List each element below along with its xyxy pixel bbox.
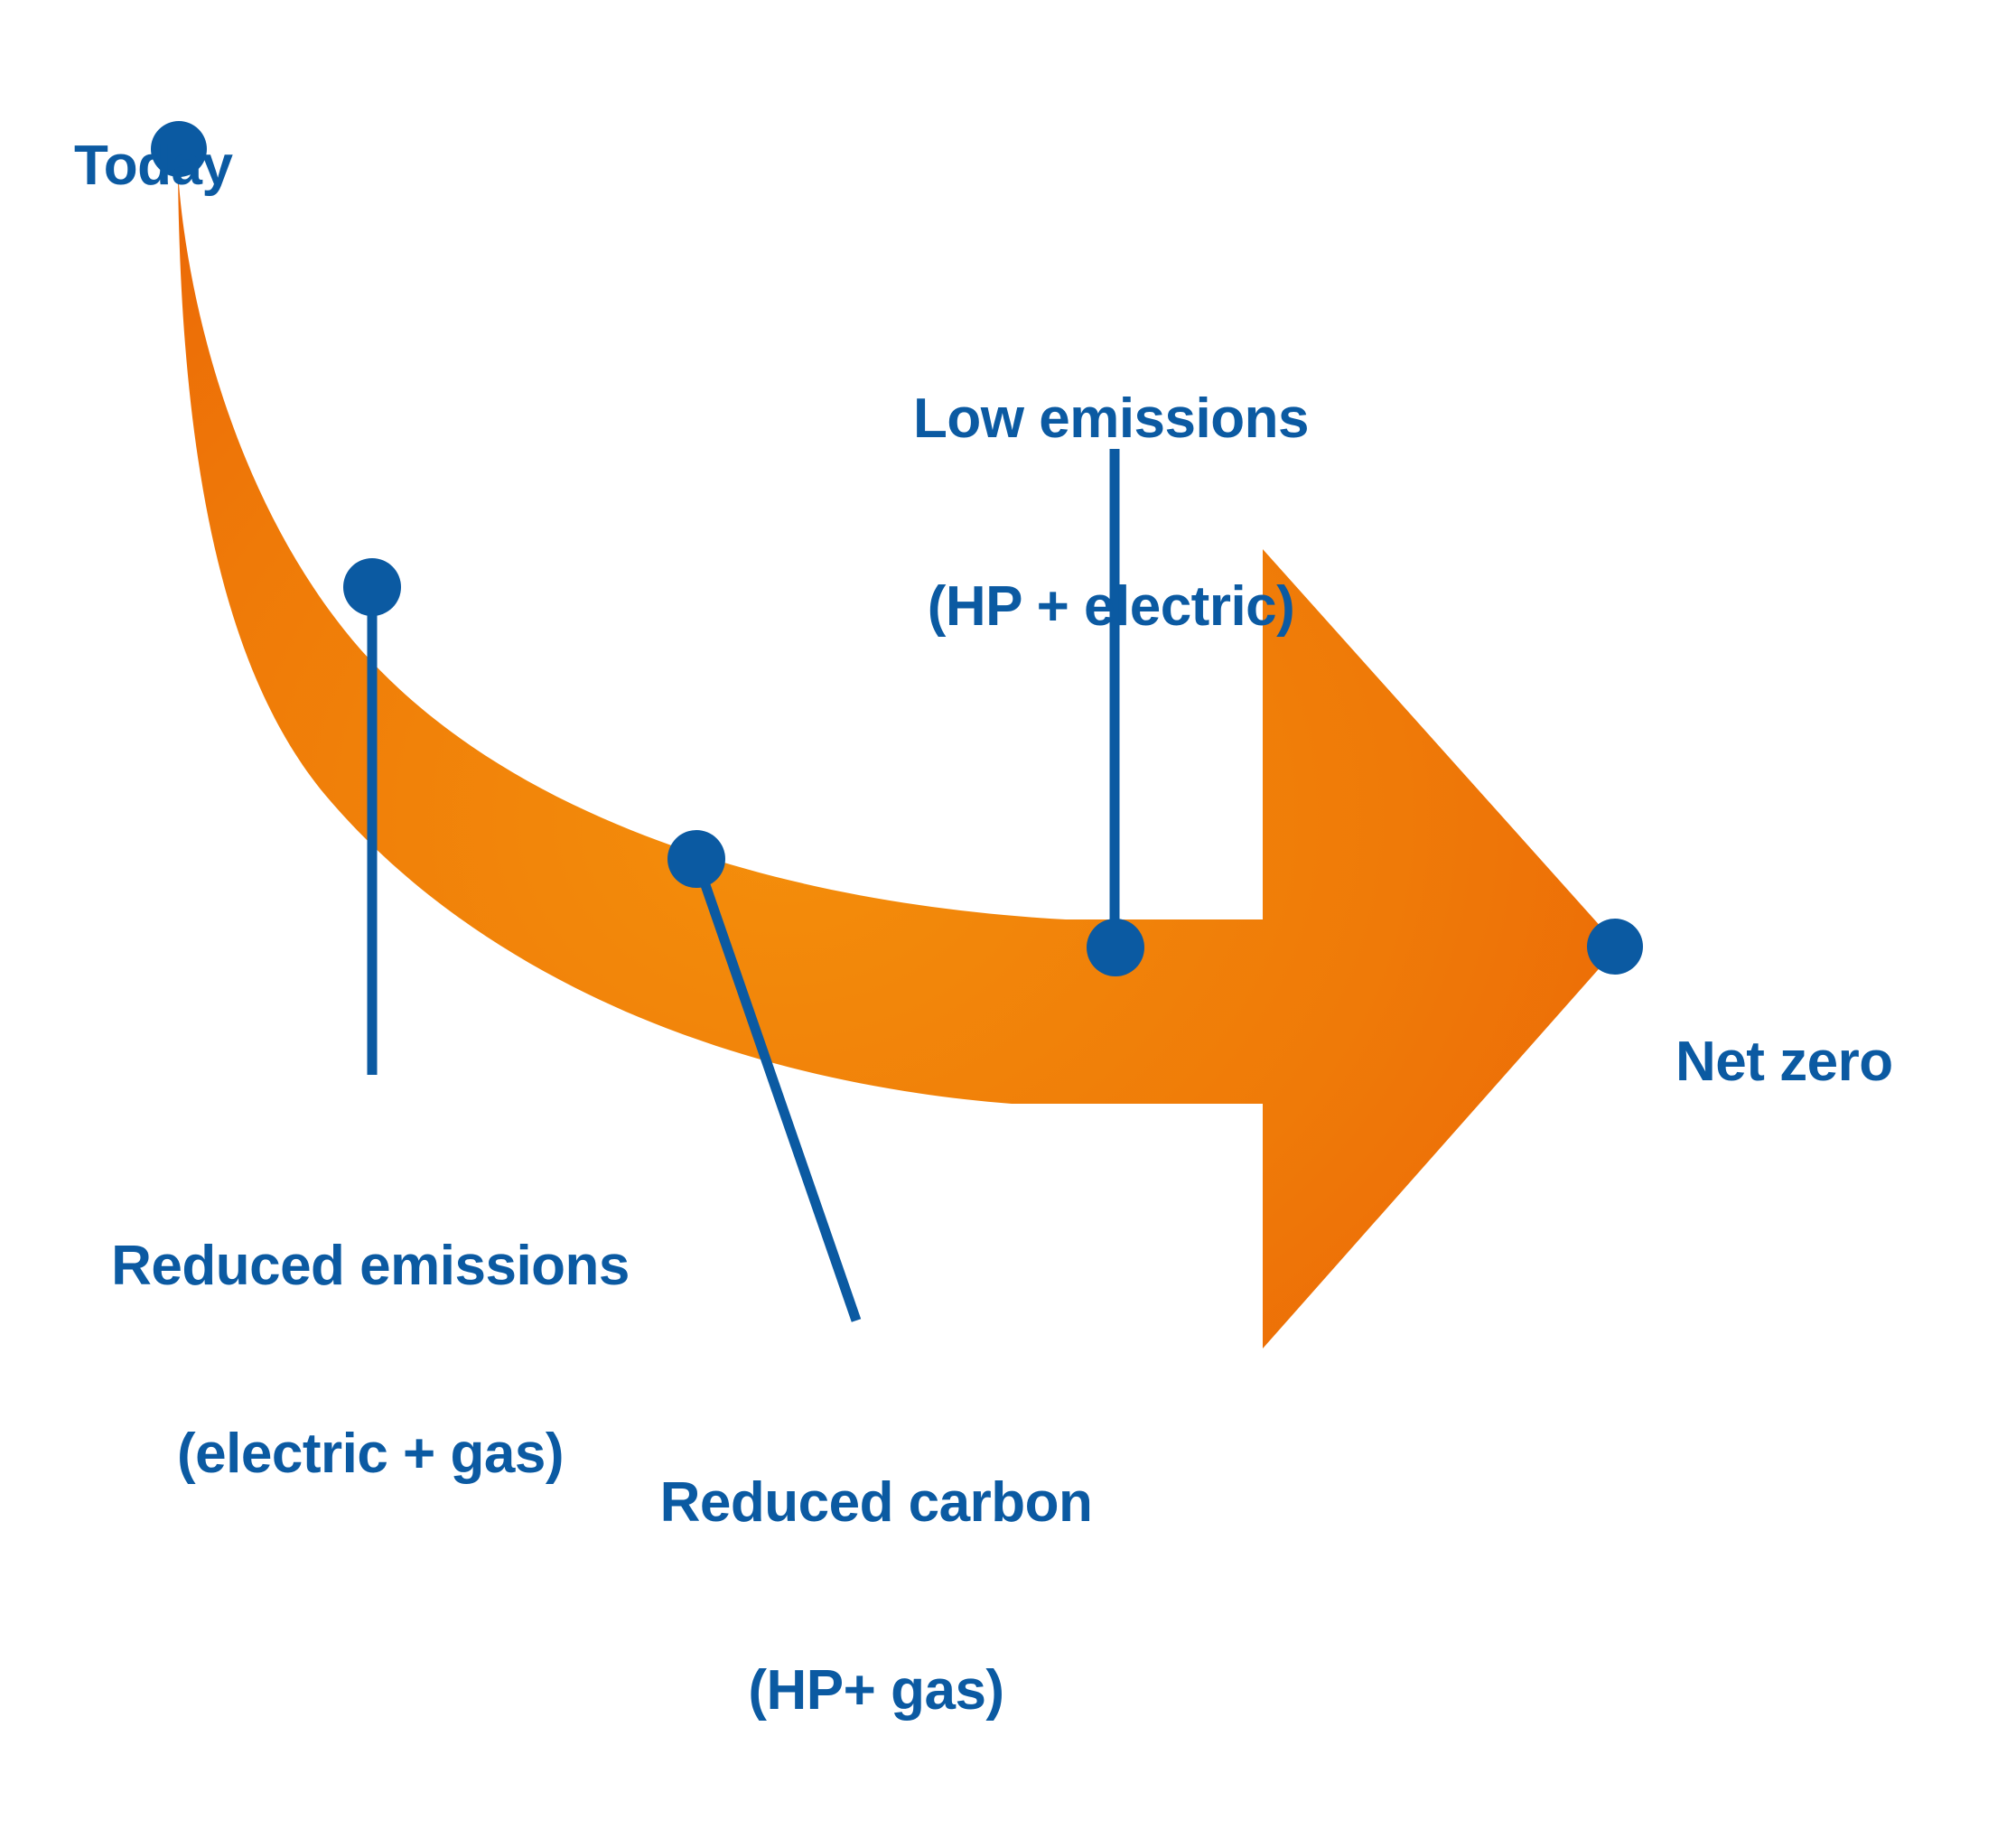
label-low-emissions: Low emissions (HP + electric) xyxy=(840,262,1382,764)
orange-arrow-shape xyxy=(178,172,1619,1349)
pathway-arrow-graphic xyxy=(151,121,1643,1349)
label-reduced-carbon-line1: Reduced carbon xyxy=(659,1470,1093,1534)
milestone-dot-reduced-carbon[interactable] xyxy=(667,830,725,888)
label-reduced-emissions: Reduced emissions (electric + gas) xyxy=(18,1109,723,1611)
label-reduced-emissions-line1: Reduced emissions xyxy=(111,1234,630,1297)
diagram-canvas: Today Low emissions (HP + electric) Redu… xyxy=(74,9,1894,1722)
milestone-dot-reduced-emissions[interactable] xyxy=(343,558,401,616)
milestone-markers xyxy=(151,121,1643,976)
label-reduced-carbon-line2: (HP+ gas) xyxy=(748,1659,1004,1722)
label-reduced-emissions-line2: (electric + gas) xyxy=(177,1423,564,1486)
leader-lines xyxy=(367,449,1120,1322)
label-low-emissions-line2: (HP + electric) xyxy=(927,575,1295,639)
milestone-dot-net-zero[interactable] xyxy=(1587,919,1643,975)
label-today-text: Today xyxy=(74,134,233,197)
label-low-emissions-line1: Low emissions xyxy=(913,387,1309,450)
milestone-dot-today[interactable] xyxy=(151,121,207,177)
label-today: Today xyxy=(74,9,233,322)
label-reduced-carbon: Reduced carbon (HP+ gas) xyxy=(551,1346,1201,1848)
label-net-zero: Net zero xyxy=(1675,905,1893,1218)
leader-line-reduced-carbon xyxy=(691,857,862,1322)
milestone-dot-low-emissions[interactable] xyxy=(1087,919,1144,976)
label-net-zero-text: Net zero xyxy=(1675,1030,1893,1093)
